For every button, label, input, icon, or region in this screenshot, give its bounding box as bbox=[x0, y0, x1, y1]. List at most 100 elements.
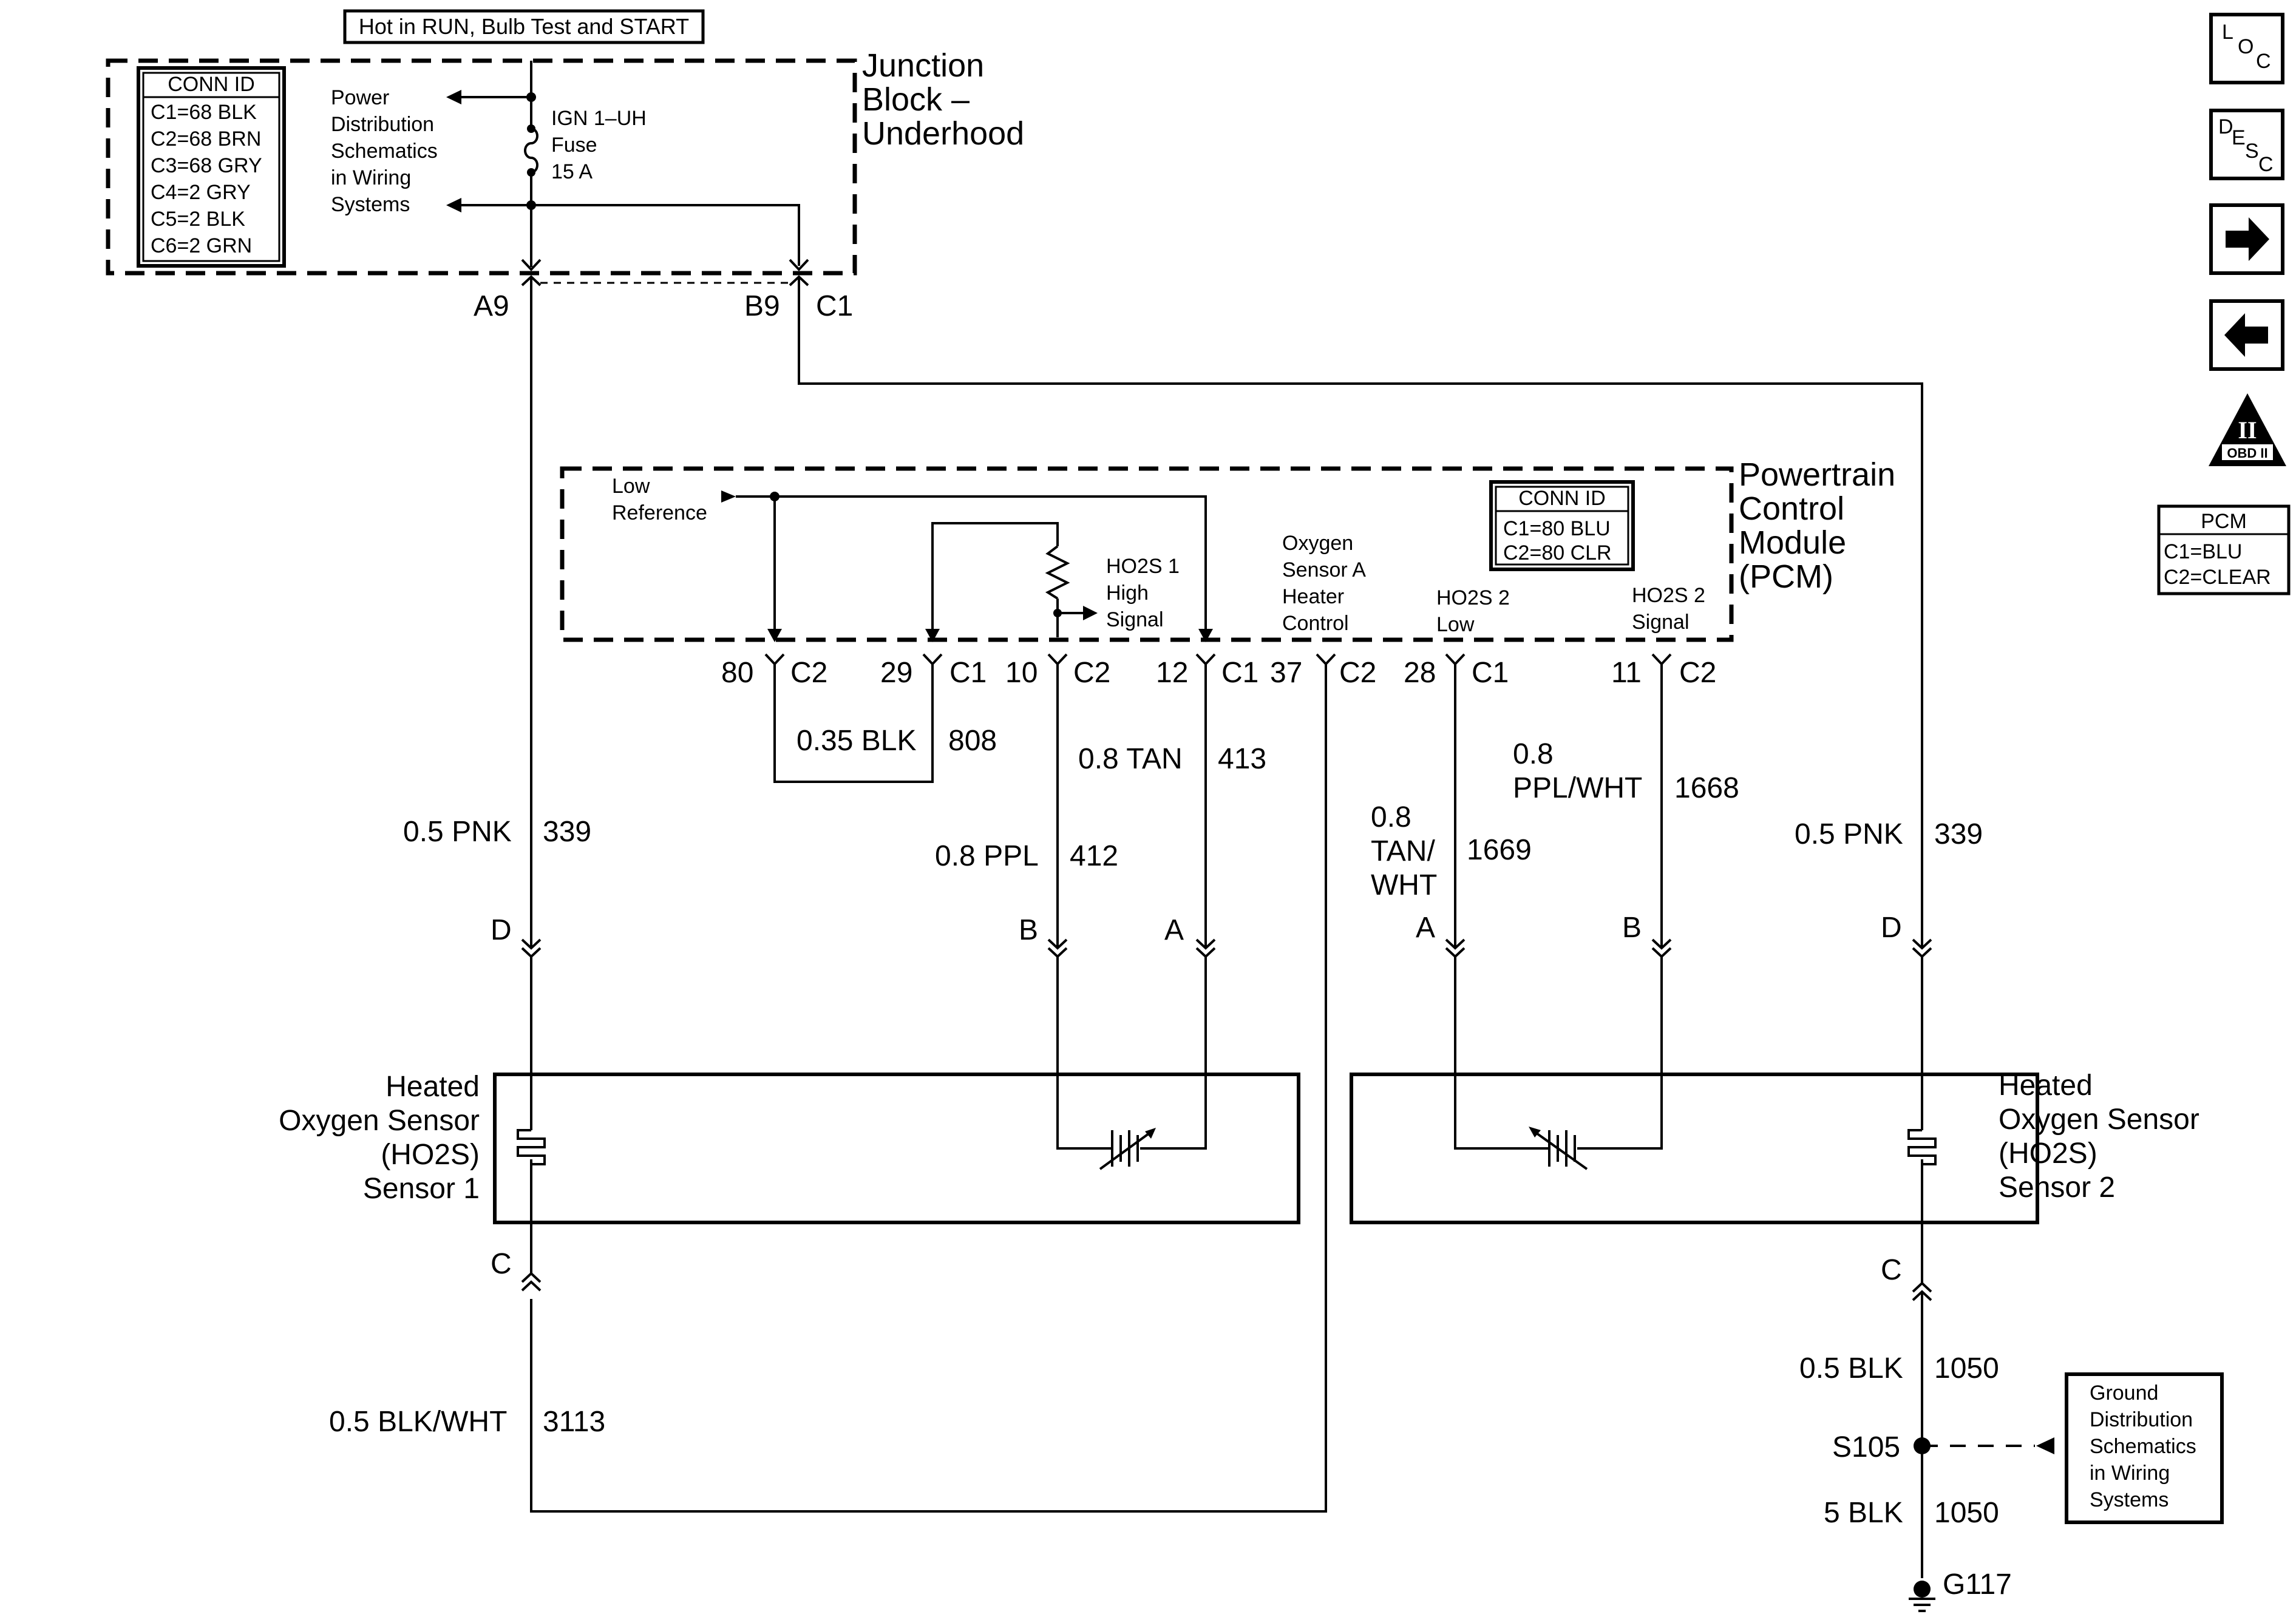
pcm-legend-row: C1=BLU bbox=[2164, 540, 2242, 563]
conn-id-row: C3=68 GRY bbox=[151, 154, 262, 177]
pcm-pin-10-conn: C2 bbox=[1073, 657, 1110, 689]
wire-1669-gauge: WHT bbox=[1371, 869, 1437, 901]
obd-ii-button[interactable]: II OBD II bbox=[2209, 393, 2286, 466]
ground-dist-arrow-icon bbox=[2036, 1437, 2054, 1454]
wire-3113-circuit: 3113 bbox=[543, 1406, 605, 1438]
wire-1669-gauge: TAN/ bbox=[1371, 835, 1435, 867]
pcm-border bbox=[560, 466, 1734, 642]
wire-1669-gauge: 0.8 bbox=[1371, 801, 1411, 833]
sensor1-element-icon bbox=[1056, 957, 1207, 1170]
desc-button[interactable]: D E S C bbox=[2209, 109, 2284, 180]
pcm-title-2: Control bbox=[1739, 490, 1844, 527]
wire-339-right bbox=[798, 278, 1923, 947]
next-button[interactable] bbox=[2209, 203, 2284, 275]
pcm-conn-id-row: C1=80 BLU bbox=[1503, 517, 1611, 540]
wire-1668-circuit: 1668 bbox=[1674, 772, 1739, 804]
sensor1-pin-b: B bbox=[1019, 914, 1038, 946]
pcm-pin-37-conn: C2 bbox=[1339, 657, 1376, 689]
pcm-title-4: (PCM) bbox=[1739, 558, 1833, 595]
loc-button[interactable]: L O C bbox=[2209, 13, 2284, 84]
loc-letter: L bbox=[2222, 21, 2233, 44]
wire-413-circuit: 413 bbox=[1218, 743, 1266, 775]
sensor2-pin-b: B bbox=[1622, 912, 1642, 944]
pcm-title-1: Powertrain bbox=[1739, 456, 1895, 493]
conn-id-row: C2=68 BRN bbox=[151, 127, 261, 151]
ground-dist-text: Distribution bbox=[2090, 1408, 2193, 1431]
wire-339-left-gauge: 0.5 PNK bbox=[403, 816, 512, 848]
wire-1050-bot-gauge: 5 BLK bbox=[1824, 1497, 1903, 1529]
power-distribution-ref: Power Distribution Schematics in Wiring … bbox=[331, 86, 438, 216]
conn-id-title: CONN ID bbox=[168, 73, 255, 96]
fuse-label: Fuse bbox=[551, 134, 597, 157]
obd-ii-label: OBD II bbox=[2227, 446, 2267, 461]
wire-339-right-circuit: 339 bbox=[1934, 818, 1983, 850]
sensor2-label-line: Sensor 2 bbox=[1999, 1171, 2115, 1204]
ground-distribution-ref: Ground Distribution Schematics in Wiring… bbox=[2065, 1372, 2224, 1524]
arrow-left-icon bbox=[2224, 313, 2268, 357]
ground-dist-text: Schematics bbox=[2090, 1435, 2196, 1458]
conn-id-row: C6=2 GRN bbox=[151, 234, 252, 257]
sensor2-pin-d: D bbox=[1881, 912, 1902, 944]
power-dist-text: in Wiring bbox=[331, 166, 411, 189]
ground-dist-text: Ground bbox=[2090, 1381, 2158, 1405]
power-dist-text: Schematics bbox=[331, 140, 438, 163]
sensor1-connector-c bbox=[521, 1222, 542, 1292]
pcm-pin-80-conn: C2 bbox=[790, 657, 827, 689]
sensor2-pin-a: A bbox=[1416, 912, 1435, 944]
pcm-title-3: Module bbox=[1739, 524, 1846, 561]
ho2s1-high-label: High bbox=[1106, 581, 1149, 605]
low-reference-label: Reference bbox=[612, 501, 707, 524]
pcm-internal-circuit bbox=[721, 490, 1213, 642]
ho2s1-high-label: HO2S 1 bbox=[1106, 555, 1180, 578]
pcm-legend-row: C2=CLEAR bbox=[2164, 566, 2271, 589]
desc-letter: D bbox=[2218, 115, 2233, 138]
junction-block-title-2: Block – bbox=[862, 81, 970, 118]
ground-dist-text: in Wiring bbox=[2090, 1462, 2170, 1485]
oxy-heater-label: Oxygen bbox=[1282, 532, 1353, 555]
pin-a9: A9 bbox=[474, 290, 509, 322]
low-reference-label: Low bbox=[612, 475, 650, 498]
pcm-pin-11: 11 bbox=[1611, 657, 1642, 689]
pcm-pin-28: 28 bbox=[1404, 657, 1436, 689]
desc-letter: C bbox=[2258, 153, 2274, 176]
ho2s2-low-label: Low bbox=[1436, 613, 1475, 636]
desc-letter: E bbox=[2232, 126, 2246, 149]
pcm-pin-10: 10 bbox=[1005, 657, 1038, 689]
pcm-conn-id-row: C2=80 CLR bbox=[1503, 541, 1612, 564]
oxy-heater-label: Sensor A bbox=[1282, 558, 1366, 581]
sensor1-label-line: Heated bbox=[385, 1071, 480, 1103]
sensor-connectors-top bbox=[521, 938, 1932, 958]
sensor1-label-line: Sensor 1 bbox=[363, 1173, 480, 1205]
sensor2-label-line: (HO2S) bbox=[1999, 1137, 2097, 1170]
fuse-label: IGN 1–UH bbox=[551, 107, 647, 130]
pcm-pin-29-conn: C1 bbox=[949, 657, 987, 689]
ho2s2-low-label: HO2S 2 bbox=[1436, 586, 1510, 609]
conn-id-row: C5=2 BLK bbox=[151, 208, 245, 231]
pcm-pin-37: 37 bbox=[1270, 657, 1302, 689]
oxy-heater-label: Heater bbox=[1282, 585, 1344, 608]
sensor2-box bbox=[1350, 1073, 2039, 1224]
pcm-pin-80: 80 bbox=[721, 657, 753, 689]
fuse-label: 15 A bbox=[551, 160, 593, 183]
wire-1050-top-circuit: 1050 bbox=[1934, 1352, 1999, 1385]
wire-808-gauge: 0.35 BLK bbox=[796, 725, 916, 757]
wire-3113-gauge: 0.5 BLK/WHT bbox=[329, 1406, 507, 1438]
junction-block-title-3: Underhood bbox=[862, 115, 1024, 152]
wire-339-left-circuit: 339 bbox=[543, 816, 591, 848]
wire-413-gauge: 0.8 TAN bbox=[1078, 743, 1183, 775]
ho2s2-signal-label: Signal bbox=[1632, 611, 1690, 634]
hot-in-run-box: Hot in RUN, Bulb Test and START bbox=[343, 9, 705, 44]
sensor1-pin-d: D bbox=[491, 914, 512, 946]
junction-block-title-1: Junction bbox=[862, 47, 984, 84]
sensor2-connector-c bbox=[1912, 1222, 1932, 1578]
prev-button[interactable] bbox=[2209, 299, 2284, 371]
sensor2-label: Heated Oxygen Sensor (HO2S) Sensor 2 bbox=[1999, 1070, 2199, 1204]
power-dist-text: Distribution bbox=[331, 113, 434, 136]
power-dist-text: Systems bbox=[331, 193, 410, 216]
wire-808-circuit: 808 bbox=[948, 725, 997, 757]
pcm-legend-title: PCM bbox=[2201, 510, 2247, 533]
sensor2-element-icon bbox=[1454, 957, 1663, 1170]
wire-412-gauge: 0.8 PPL bbox=[935, 840, 1039, 872]
sensor2-heater-icon bbox=[1906, 1129, 1938, 1165]
